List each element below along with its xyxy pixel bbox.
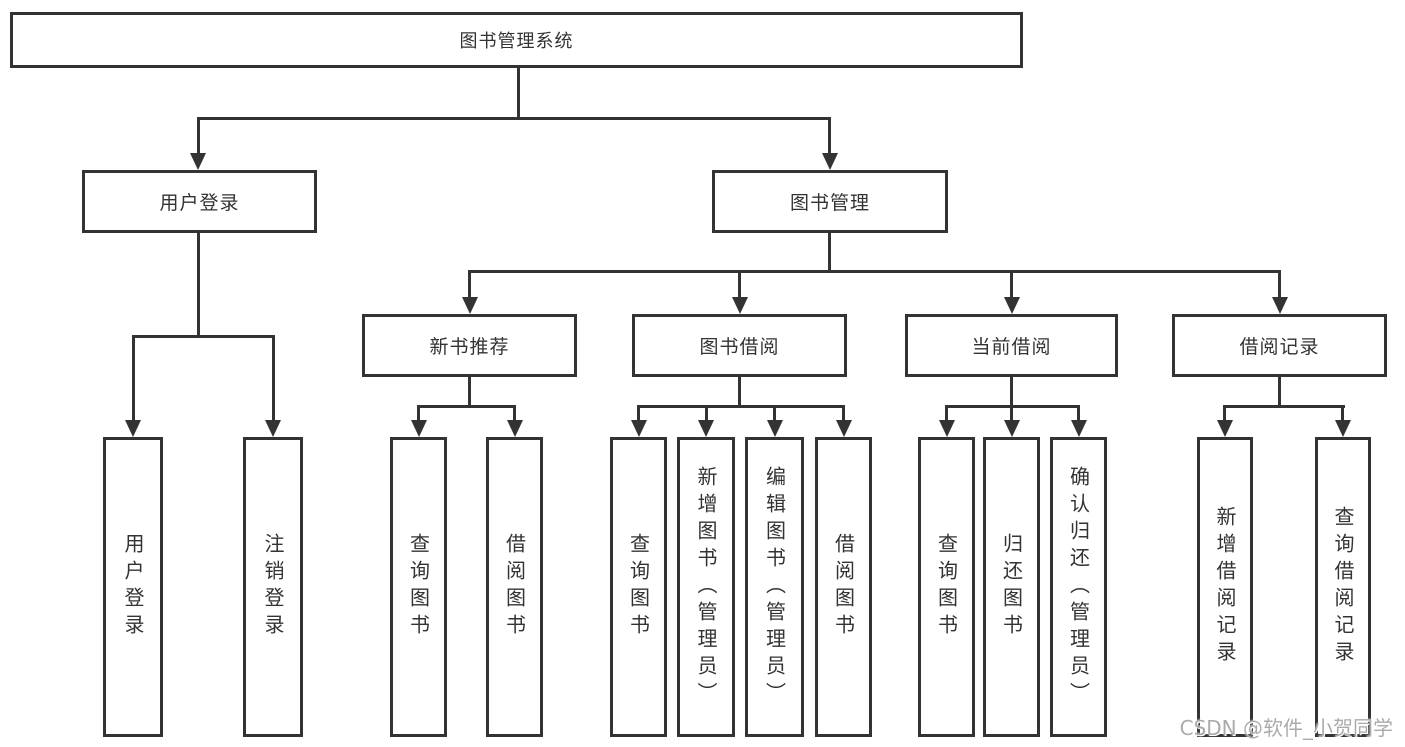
leaf-current-query-book: 查询图书 bbox=[918, 437, 975, 737]
node-current-borrow: 当前借阅 bbox=[905, 314, 1118, 377]
connector-shaft bbox=[1010, 270, 1013, 299]
leaf-add-book-admin: 新增图书（管理员） bbox=[677, 437, 735, 737]
connector-shaft bbox=[132, 335, 135, 423]
leaf-new-book-borrow-book: 借阅图书 bbox=[486, 437, 543, 737]
connector-book-borrow-bar bbox=[637, 405, 845, 408]
arrowhead-icon bbox=[1004, 297, 1020, 314]
connector-current-borrow-stub bbox=[1010, 377, 1013, 408]
connector-book-mgmt-stub bbox=[828, 233, 831, 272]
arrowhead-icon bbox=[1004, 420, 1020, 437]
connector-shaft bbox=[1010, 405, 1013, 423]
leaf-new-book-query-book: 查询图书 bbox=[390, 437, 447, 737]
arrowhead-icon bbox=[698, 420, 714, 437]
arrowhead-icon bbox=[1071, 420, 1087, 437]
node-user-login: 用户登录 bbox=[82, 170, 317, 233]
connector-shaft bbox=[738, 270, 741, 299]
connector-level3-bar bbox=[468, 270, 1281, 273]
connector-shaft bbox=[828, 117, 831, 155]
connector-shaft bbox=[842, 405, 845, 423]
connector-shaft bbox=[272, 335, 275, 423]
connector-root-stub bbox=[517, 68, 520, 119]
connector-user-login-stub bbox=[197, 233, 200, 338]
leaf-query-borrow-record: 查询借阅记录 bbox=[1315, 437, 1371, 737]
connector-new-book-stub bbox=[468, 377, 471, 408]
arrowhead-icon bbox=[411, 420, 427, 437]
connector-level1-bar bbox=[197, 117, 831, 120]
arrowhead-icon bbox=[125, 420, 141, 437]
arrowhead-icon bbox=[1272, 297, 1288, 314]
connector-shaft bbox=[1077, 405, 1080, 423]
leaf-edit-book-admin: 编辑图书（管理员） bbox=[745, 437, 804, 737]
connector-shaft bbox=[705, 405, 708, 423]
node-book-management: 图书管理 bbox=[712, 170, 948, 233]
connector-shaft bbox=[945, 405, 948, 423]
leaf-borrow-borrow-book: 借阅图书 bbox=[815, 437, 872, 737]
connector-shaft bbox=[1341, 405, 1344, 423]
connector-shaft bbox=[1223, 405, 1226, 423]
connector-new-book-bar bbox=[417, 405, 516, 408]
leaf-borrow-query-book: 查询图书 bbox=[610, 437, 667, 737]
leaf-add-borrow-record: 新增借阅记录 bbox=[1197, 437, 1253, 737]
arrowhead-icon bbox=[732, 297, 748, 314]
arrowhead-icon bbox=[939, 420, 955, 437]
arrowhead-icon bbox=[767, 420, 783, 437]
connector-shaft bbox=[773, 405, 776, 423]
arrowhead-icon bbox=[190, 153, 206, 170]
arrowhead-icon bbox=[822, 153, 838, 170]
arrowhead-icon bbox=[507, 420, 523, 437]
arrowhead-icon bbox=[1217, 420, 1233, 437]
arrowhead-icon bbox=[462, 297, 478, 314]
connector-shaft bbox=[468, 270, 471, 299]
leaf-confirm-return-admin: 确认归还（管理员） bbox=[1050, 437, 1107, 737]
arrowhead-icon bbox=[631, 420, 647, 437]
arrowhead-icon bbox=[836, 420, 852, 437]
connector-shaft bbox=[637, 405, 640, 423]
node-root-system: 图书管理系统 bbox=[10, 12, 1023, 68]
leaf-logout: 注销登录 bbox=[243, 437, 303, 737]
node-book-borrow: 图书借阅 bbox=[632, 314, 847, 377]
csdn-watermark: CSDN @软件_小贺同学 bbox=[1179, 716, 1393, 740]
leaf-user-login: 用户登录 bbox=[103, 437, 163, 737]
node-borrow-record: 借阅记录 bbox=[1172, 314, 1387, 377]
connector-shaft bbox=[417, 405, 420, 423]
connector-shaft bbox=[197, 117, 200, 155]
connector-shaft bbox=[513, 405, 516, 423]
connector-shaft bbox=[1278, 270, 1281, 299]
arrowhead-icon bbox=[1335, 420, 1351, 437]
leaf-return-book: 归还图书 bbox=[983, 437, 1040, 737]
connector-user-login-bar bbox=[132, 335, 275, 338]
connector-book-borrow-stub bbox=[738, 377, 741, 408]
connector-borrow-record-stub bbox=[1278, 377, 1281, 408]
arrowhead-icon bbox=[265, 420, 281, 437]
node-new-book-recommend: 新书推荐 bbox=[362, 314, 577, 377]
connector-borrow-record-bar bbox=[1223, 405, 1345, 408]
